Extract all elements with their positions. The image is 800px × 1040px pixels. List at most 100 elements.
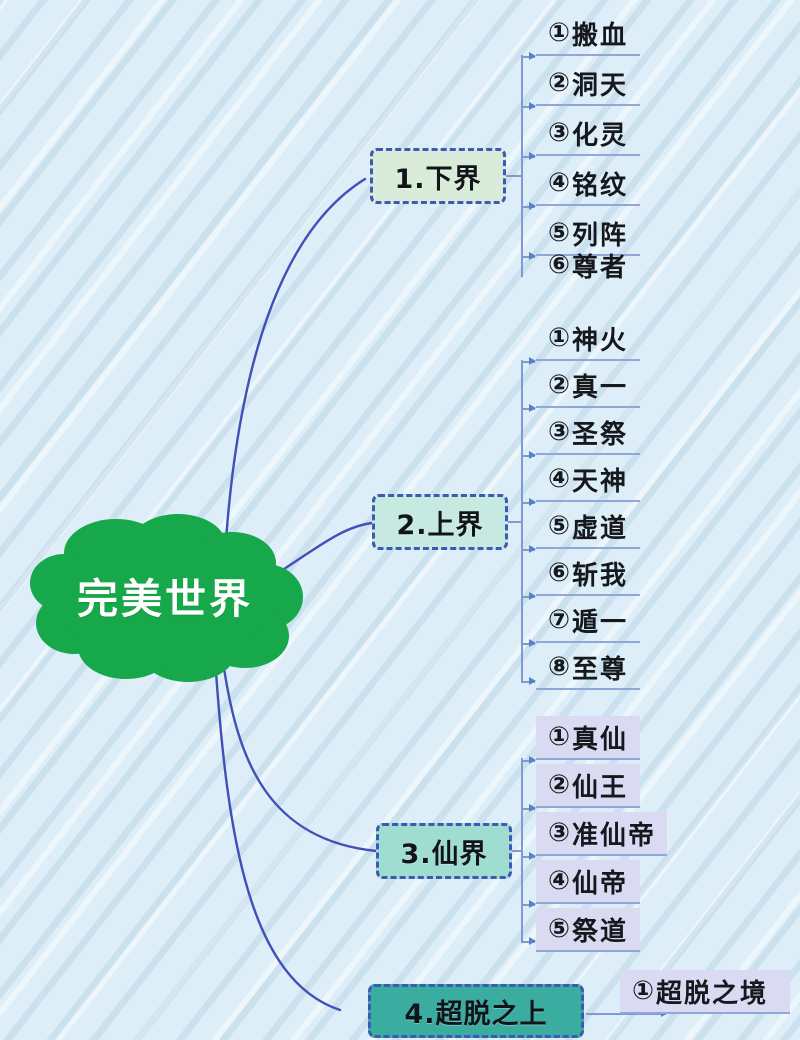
leaf-item[interactable]: ⑦ 遁一 (536, 599, 640, 643)
leaf-stub (521, 856, 535, 858)
leaf-label: 圣祭 (572, 419, 629, 450)
branch-1-spine (521, 55, 523, 277)
leaf-stub (521, 760, 535, 762)
leaf-marker: ① (548, 722, 573, 752)
leaf-marker: ① (548, 18, 573, 48)
branch-3-spine (521, 758, 523, 943)
leaf-stub (521, 256, 535, 258)
leaf-marker: ② (548, 370, 573, 400)
leaf-item[interactable]: ② 真一 (536, 364, 640, 408)
leaf-arrow-icon (529, 252, 536, 260)
leaf-stub (521, 408, 535, 410)
leaf-marker: ② (548, 68, 573, 98)
branch-node-4[interactable]: 4.超脱之上 (368, 984, 584, 1038)
leaf-marker: ⑤ (548, 218, 573, 248)
leaf-label: 斩我 (572, 560, 629, 591)
leaf-label: 天神 (572, 466, 629, 497)
leaf-arrow-icon (529, 937, 536, 945)
leaf-item[interactable]: ① 神火 (536, 317, 640, 361)
branch-node-3[interactable]: 3.仙界 (376, 823, 512, 879)
leaf-marker: ④ (548, 168, 573, 198)
leaf-label: 化灵 (572, 120, 629, 151)
leaf-stub (521, 681, 535, 683)
leaf-marker: ④ (548, 866, 573, 896)
leaf-arrow-icon (529, 451, 536, 459)
leaf-marker: ③ (548, 417, 573, 447)
leaf-arrow-icon (529, 804, 536, 812)
leaf-label: 真一 (572, 372, 629, 403)
leaf-label: 遁一 (572, 607, 629, 638)
leaf-label: 列阵 (572, 220, 629, 251)
leaf-item[interactable]: ⑧ 至尊 (536, 646, 640, 690)
leaf-arrow-icon (529, 202, 536, 210)
leaf-label: 真仙 (572, 724, 629, 755)
leaf-stub (521, 156, 535, 158)
leaf-stub (521, 455, 535, 457)
leaf-marker: ⑤ (548, 914, 573, 944)
leaf-marker: ③ (548, 818, 573, 848)
leaf-label: 神火 (572, 325, 629, 356)
leaf-arrow-icon (529, 102, 536, 110)
leaf-arrow-icon (529, 404, 536, 412)
leaf-marker: ⑧ (548, 652, 573, 682)
leaf-arrow-icon (529, 592, 536, 600)
leaf-stub (521, 941, 535, 943)
leaf-item[interactable]: ② 洞天 (536, 62, 640, 106)
leaf-item[interactable]: ⑥ 斩我 (536, 552, 640, 596)
leaf-marker: ⑤ (548, 511, 573, 541)
leaf-item[interactable]: ① 超脱之境 (620, 970, 790, 1014)
leaf-item[interactable]: ⑤ 虚道 (536, 505, 640, 549)
central-node[interactable]: 完美世界 (20, 505, 310, 685)
leaf-label: 超脱之境 (656, 978, 769, 1009)
leaf-item[interactable]: ① 真仙 (536, 716, 640, 760)
leaf-marker: ⑦ (548, 605, 573, 635)
leaf-stub (521, 206, 535, 208)
branch-node-2[interactable]: 2.上界 (372, 494, 508, 550)
leaf-marker: ② (548, 770, 573, 800)
leaf-label: 仙王 (572, 772, 629, 803)
branch-node-1-label: 1.下界 (394, 163, 482, 195)
leaf-marker: ① (632, 976, 657, 1006)
branch-node-1[interactable]: 1.下界 (370, 148, 506, 204)
leaf-stub (521, 361, 535, 363)
leaf-arrow-icon (529, 152, 536, 160)
leaf-marker: ③ (548, 118, 573, 148)
leaf-marker: ⑥ (548, 250, 573, 280)
leaf-stub (521, 643, 535, 645)
leaf-arrow-icon (529, 756, 536, 764)
leaf-item[interactable]: ⑤ 列阵 (536, 212, 640, 256)
leaf-item[interactable]: ⑤ 祭道 (536, 908, 640, 952)
leaf-item[interactable]: ④ 天神 (536, 458, 640, 502)
leaf-stub (521, 549, 535, 551)
leaf-arrow-icon (529, 52, 536, 60)
leaf-item[interactable]: ③ 化灵 (536, 112, 640, 156)
connector-curve-branch-4 (214, 670, 342, 1012)
branch-2-spine (521, 360, 523, 682)
leaf-label: 搬血 (572, 20, 629, 51)
leaf-arrow-icon (529, 639, 536, 647)
leaf-item[interactable]: ③ 圣祭 (536, 411, 640, 455)
leaf-label: 尊者 (572, 252, 629, 283)
leaf-label: 至尊 (572, 654, 629, 685)
branch-4-connector (586, 1013, 666, 1015)
leaf-item[interactable]: ② 仙王 (536, 764, 640, 808)
leaf-label: 祭道 (572, 916, 629, 947)
leaf-item[interactable]: ④ 铭纹 (536, 162, 640, 206)
leaf-label: 洞天 (572, 70, 629, 101)
leaf-arrow-icon (529, 677, 536, 685)
leaf-item[interactable]: ⑥ 尊者 (536, 243, 640, 287)
branch-3-connector (512, 850, 522, 852)
leaf-item[interactable]: ③ 准仙帝 (536, 812, 667, 856)
leaf-stub (521, 56, 535, 58)
branch-2-connector (508, 521, 522, 523)
branch-1-connector (506, 175, 522, 177)
leaf-arrow-icon (529, 545, 536, 553)
leaf-marker: ④ (548, 464, 573, 494)
leaf-label: 虚道 (572, 513, 629, 544)
leaf-item[interactable]: ④ 仙帝 (536, 860, 640, 904)
leaf-item[interactable]: ① 搬血 (536, 12, 640, 56)
leaf-arrow-icon (529, 357, 536, 365)
leaf-marker: ① (548, 323, 573, 353)
leaf-label: 仙帝 (572, 868, 629, 899)
